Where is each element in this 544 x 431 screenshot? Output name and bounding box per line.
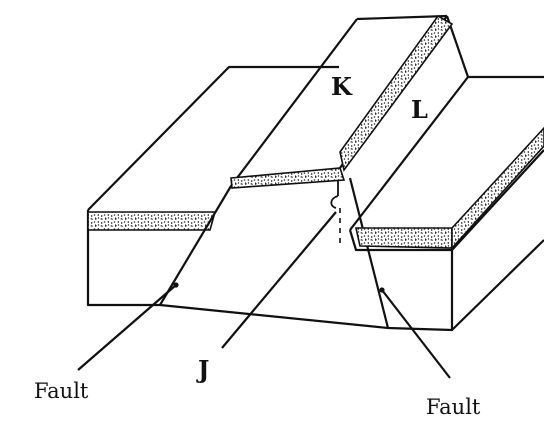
right-marker-bed-side: [451, 126, 544, 251]
right-block-side-face: [451, 149, 544, 251]
right-fault-leader: [381, 289, 451, 379]
label-l: L: [411, 95, 428, 124]
wedge-marker-bed: [339, 14, 454, 172]
label-j: J: [196, 355, 209, 384]
leaders: [77, 211, 451, 379]
label-fault-right: Fault: [426, 395, 481, 419]
wedge-back-edge: [356, 14, 448, 21]
j-leader: [221, 211, 337, 349]
left-fault-trace: [159, 185, 232, 306]
right-fault-trace: [348, 177, 390, 329]
central-marker-bed: [230, 167, 346, 189]
point-j-marker: [330, 180, 341, 244]
right-block-bottom-edge: [451, 239, 544, 331]
right-block: [348, 75, 544, 332]
label-fault-left: Fault: [34, 379, 89, 403]
label-k: K: [331, 72, 353, 101]
left-block-front-face: [86, 210, 160, 307]
left-block: [86, 65, 339, 307]
left-marker-bed: [87, 211, 217, 231]
right-marker-bed-front: [355, 227, 453, 249]
left-fault-leader: [77, 284, 177, 371]
left-block-top-face: [87, 65, 339, 211]
wedge-top-left-edge: [230, 18, 358, 187]
right-block-top-face: [349, 75, 544, 231]
left-fault-leader-dot: [173, 282, 179, 288]
right-fault-leader-dot: [379, 287, 385, 293]
base-line: [159, 303, 389, 330]
